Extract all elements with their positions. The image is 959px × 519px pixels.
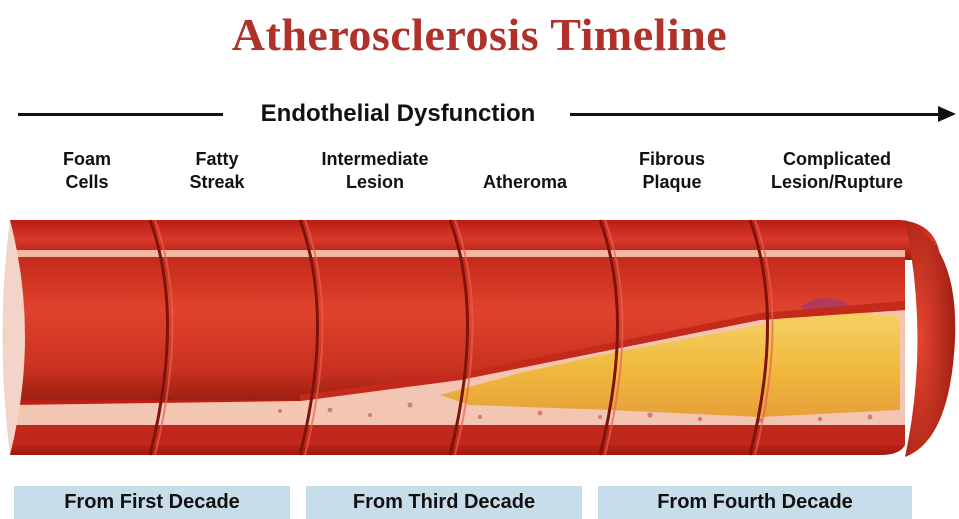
artery-upper-intima <box>10 250 905 257</box>
timeline-arrow: Endothelial Dysfunction <box>18 98 958 128</box>
stage-label-intermediate-lesion: Intermediate Lesion <box>300 148 450 194</box>
stage-label-line: Complicated <box>752 148 922 171</box>
stage-label-atheroma: Atheroma <box>460 148 590 194</box>
decade-band-first: From First Decade <box>14 486 290 519</box>
stage-label-foam-cells: Foam Cells <box>32 148 142 194</box>
decade-band-third: From Third Decade <box>306 486 582 519</box>
stage-label-line: Fatty <box>162 148 272 171</box>
artery-right-end <box>905 220 955 457</box>
page-title: Atherosclerosis Timeline <box>0 8 959 61</box>
stage-label-fibrous-plaque: Fibrous Plaque <box>612 148 732 194</box>
stage-label-line: Intermediate <box>300 148 450 171</box>
timeline-line-left <box>18 113 223 116</box>
stage-label-line: Fibrous <box>612 148 732 171</box>
stage-label-line: Cells <box>32 171 142 194</box>
timeline-label: Endothelial Dysfunction <box>228 100 568 128</box>
decade-band-fourth: From Fourth Decade <box>598 486 912 519</box>
stage-label-line: Streak <box>162 171 272 194</box>
stage-label-line: Lesion/Rupture <box>752 171 922 194</box>
stage-label-line: Plaque <box>612 171 732 194</box>
arrow-head-icon <box>938 106 956 122</box>
stage-label-fatty-streak: Fatty Streak <box>162 148 272 194</box>
artery-cross-section-illustration <box>0 205 959 475</box>
timeline-line-right <box>570 113 940 116</box>
stage-label-complicated-lesion: Complicated Lesion/Rupture <box>752 148 922 194</box>
stage-label-line: Lesion <box>300 171 450 194</box>
stage-label-line: Foam <box>32 148 142 171</box>
stage-label-line: Atheroma <box>460 171 590 194</box>
stage-label-line <box>460 148 590 171</box>
